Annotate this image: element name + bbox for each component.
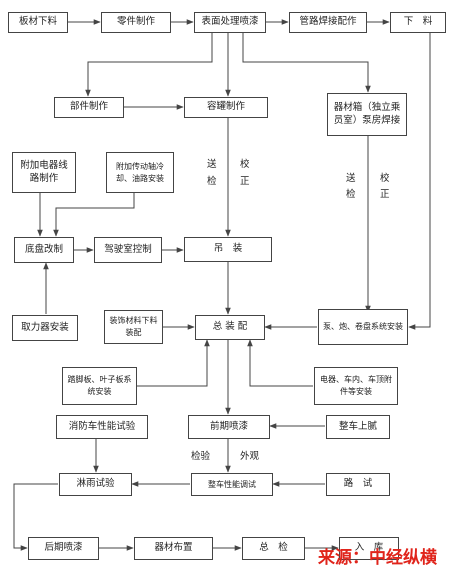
node-pipe-welding: 管路焊接配作: [289, 12, 367, 33]
node-warehousing: 入 库: [339, 537, 399, 560]
node-parts-making-top: 零件制作: [101, 12, 171, 33]
node-decor-blanking: 装饰材料下料装配: [104, 310, 163, 344]
node-pump-system: 泵、炮、卷盘系统安装: [318, 309, 408, 345]
node-pre-spray: 前期喷漆: [188, 415, 270, 439]
arrow-surface-to-parts-making: [85, 33, 213, 97]
label-qualify-1a: 校: [240, 159, 250, 170]
label-qualify-2a: 校: [380, 173, 390, 184]
node-putty: 整车上腻: [326, 415, 390, 439]
label-send-2a: 送: [346, 173, 356, 184]
label-qualify-1b: 正: [240, 176, 250, 187]
node-road-test: 路 试: [326, 473, 390, 496]
node-parts-making: 部件制作: [54, 97, 124, 118]
source-watermark: 来源：中经纵横: [318, 548, 437, 568]
node-tank-making: 容罐制作: [184, 97, 268, 118]
label-qualify-2b: 正: [380, 189, 390, 200]
node-equipment-layout: 器材布置: [134, 537, 213, 560]
label-inspect-1b: 检: [207, 176, 217, 187]
node-footboard: 踏脚板、叶子板系统安装: [62, 367, 137, 405]
arrow-electric-to-assembly: [247, 339, 313, 387]
node-electrical-wiring: 附加电器线路制作: [12, 152, 76, 193]
label-inspection: 检验: [191, 451, 211, 462]
arrow-footboard-to-assembly: [137, 339, 210, 387]
label-inspect-2b: 检: [346, 189, 356, 200]
node-blanking: 下 料: [390, 12, 446, 33]
node-post-spray: 后期喷漆: [28, 537, 99, 560]
arrow-transmission-to-chassis: [53, 193, 135, 237]
node-equipment-box: 器材箱（独立乘员室）泵房焊接: [327, 93, 407, 136]
node-vehicle-debug: 整车性能调试: [191, 473, 273, 496]
node-cab-control: 驾驶室控制: [94, 237, 162, 263]
arrow-rain-to-postspray: [13, 483, 58, 551]
label-send-1a: 送: [207, 159, 217, 170]
node-hoisting: 吊 装: [184, 237, 272, 262]
node-chassis-modify: 底盘改制: [14, 237, 74, 263]
label-appearance: 外观: [240, 451, 260, 462]
arrow-surface-to-equipment-box: [242, 33, 371, 93]
node-surface-spray: 表面处理喷漆: [194, 12, 266, 33]
node-pto-install: 取力器安装: [12, 315, 78, 341]
node-fire-test: 消防车性能试验: [56, 415, 148, 439]
node-final-inspection: 总 检: [242, 537, 305, 560]
node-plate-cutting: 板材下料: [8, 12, 68, 33]
node-electric-roof: 电器、车内、车顶附件等安装: [314, 367, 398, 405]
arrow-blanking-to-pump: [408, 33, 431, 330]
node-final-assembly: 总 装 配: [195, 315, 265, 340]
node-transmission-install: 附加传动轴冷却、油路安装: [106, 152, 174, 193]
node-rain-test: 淋雨试验: [59, 473, 132, 496]
